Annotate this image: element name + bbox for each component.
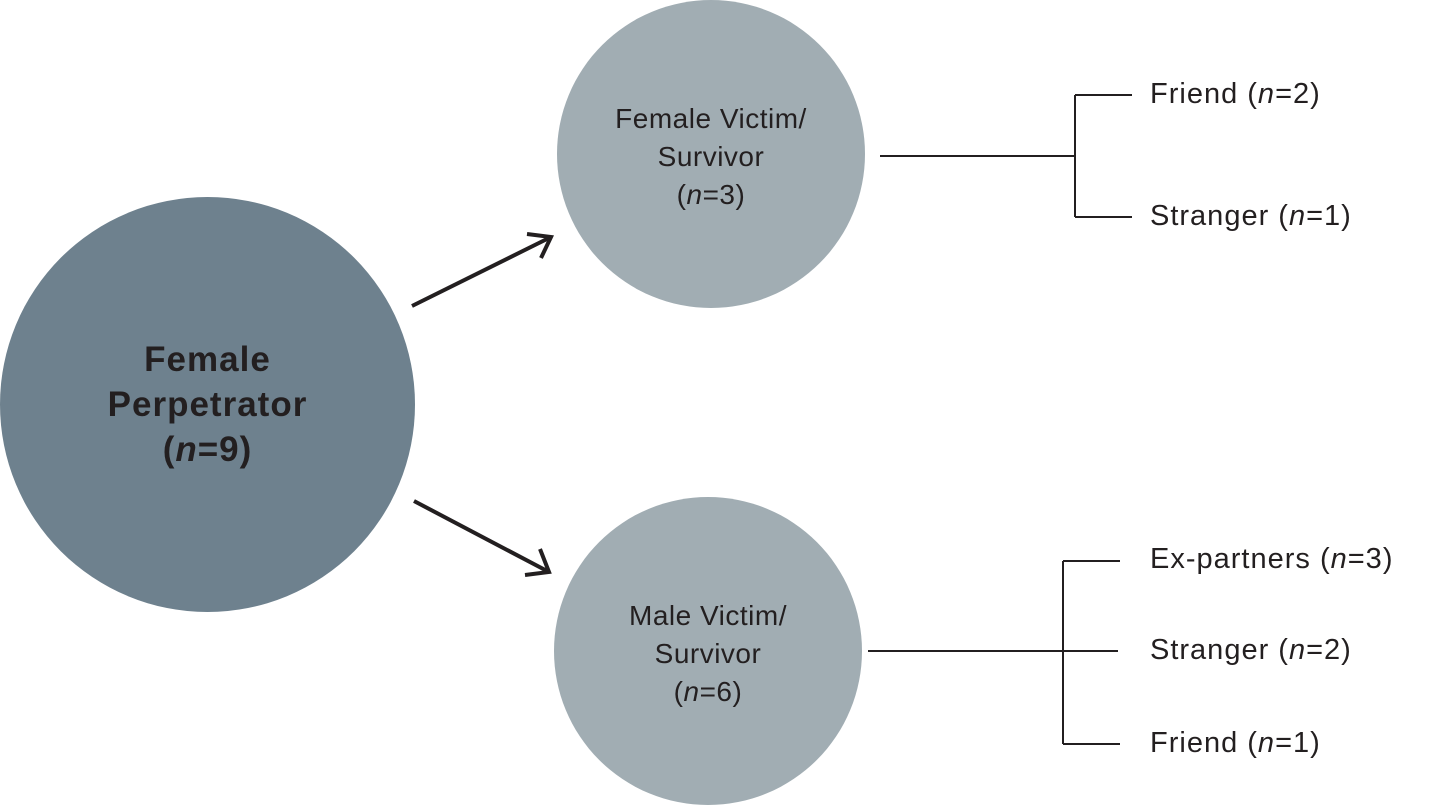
- arrow-to-male-victim: [413, 499, 552, 577]
- female-victim-label-line1: Female Victim/: [615, 102, 807, 134]
- male-victim-bracket: [868, 560, 1120, 745]
- female-victim-count: (n=3): [676, 178, 746, 210]
- leaf-male-friend: Friend (n=1): [1150, 727, 1321, 759]
- root-label-line1: Female: [144, 340, 271, 379]
- node-female-perpetrator: Female Perpetrator (n=9): [0, 197, 415, 612]
- male-victim-label-line1: Male Victim/: [629, 599, 787, 631]
- node-male-victim: Male Victim/ Survivor (n=6): [554, 497, 862, 805]
- leaf-male-ex-partners: Ex-partners (n=3): [1150, 543, 1394, 575]
- female-victim-label-line2: Survivor: [657, 140, 765, 172]
- leaf-female-stranger: Stranger (n=1): [1150, 200, 1352, 232]
- arrow-to-female-victim: [411, 232, 554, 308]
- male-victim-label-line2: Survivor: [654, 637, 762, 669]
- leaf-male-stranger: Stranger (n=2): [1150, 634, 1352, 666]
- node-female-victim: Female Victim/ Survivor (n=3): [557, 0, 865, 308]
- female-victim-bracket: [880, 94, 1132, 218]
- root-label-line2: Perpetrator: [107, 385, 308, 424]
- root-count: (n=9): [162, 430, 253, 469]
- leaf-female-friend: Friend (n=2): [1150, 78, 1321, 110]
- male-victim-count: (n=6): [673, 675, 743, 707]
